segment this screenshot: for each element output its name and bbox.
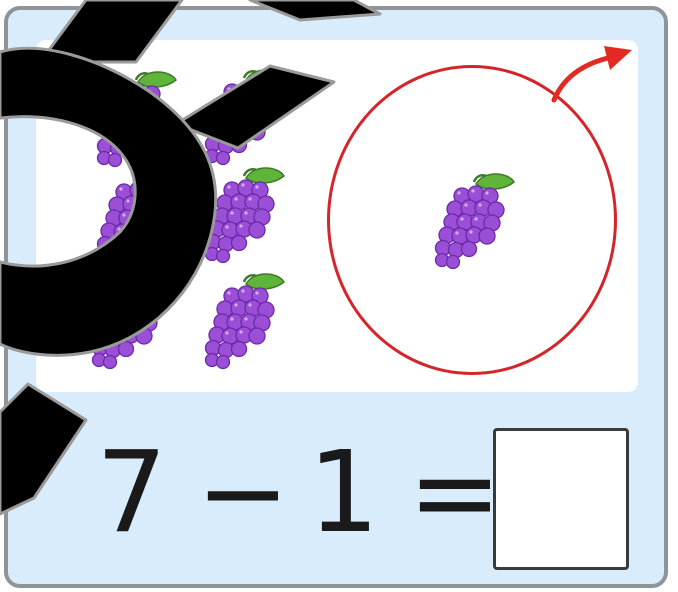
answer-box[interactable] [493, 428, 629, 570]
minuend: 7 [96, 428, 168, 558]
equation: 7 − 1 = [68, 418, 629, 570]
equals-sign: = [408, 428, 502, 558]
grape-icon [96, 168, 178, 266]
worksheet-card: 7 − 1 = [4, 6, 668, 588]
subtrahend: 1 [308, 428, 380, 558]
grape-icon [204, 272, 286, 370]
remove-arrow-icon [551, 46, 632, 103]
grape-icon [204, 166, 286, 264]
grape-icon [204, 68, 286, 166]
grape-icon [96, 70, 178, 168]
grape-icon [434, 172, 516, 270]
subtract-ring [327, 65, 617, 375]
minus-sign: − [196, 428, 290, 558]
picture-panel [36, 40, 638, 392]
grape-icon [91, 272, 173, 370]
